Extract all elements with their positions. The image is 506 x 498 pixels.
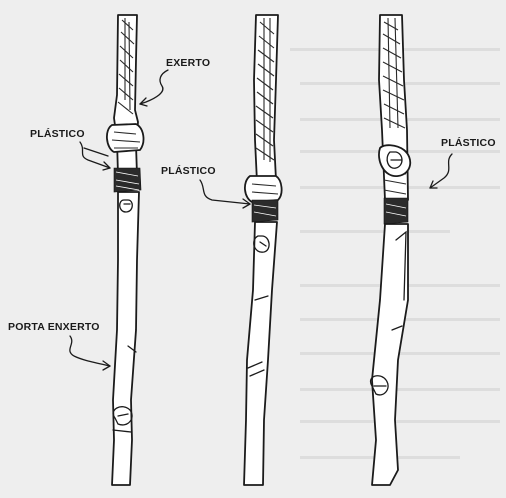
label-plastic-2: PLÁSTICO <box>161 164 216 177</box>
stem-2-tie-band <box>252 200 278 222</box>
label-plastic-1: PLÁSTICO <box>30 127 85 140</box>
leader-plastic-3 <box>430 154 452 188</box>
stem-1 <box>107 15 144 485</box>
stem-1-rootstock <box>112 192 139 485</box>
stem-2 <box>244 15 282 485</box>
stem-3 <box>371 15 411 485</box>
stem-2-plastic-wrap <box>245 176 282 202</box>
stem-2-rootstock <box>244 222 277 485</box>
stem-3-tie-band <box>384 198 408 224</box>
leader-plastic-2 <box>200 180 250 204</box>
label-rootstock: PORTA ENXERTO <box>8 321 100 333</box>
label-scion: EXERTO <box>166 57 210 69</box>
label-plastic-3: PLÁSTICO <box>441 136 496 149</box>
